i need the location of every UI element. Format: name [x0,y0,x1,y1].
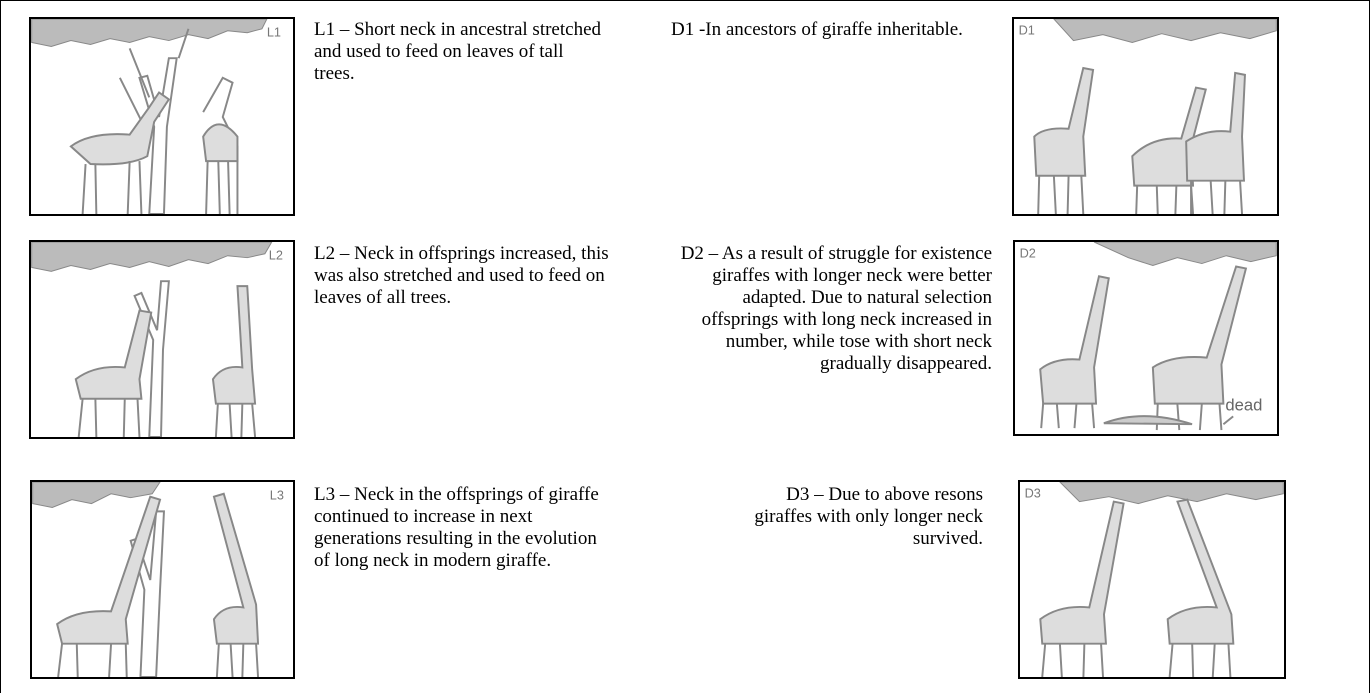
caption-l2: L2 – Neck in offsprings increased, this … [314,243,614,309]
panel-tag: L1 [267,25,281,40]
giraffe-l2-illustration: L2 [31,242,293,437]
image-d1: D1 [1012,17,1279,216]
image-l2: L2 [29,240,295,439]
caption-d1: D1 -In ancestors of giraffe inheritable. [671,19,971,41]
image-d3: D3 [1018,480,1286,679]
giraffe-l1-illustration: L1 [31,19,293,214]
image-l3: L3 [30,480,295,679]
dead-label: dead [1225,395,1262,414]
panel-tag: D3 [1025,486,1041,501]
giraffe-l3-illustration: L3 [32,482,293,677]
image-d2: D2 dead [1013,240,1279,436]
caption-l3: L3 – Neck in the offsprings of giraffe c… [314,484,604,572]
panel-tag: L3 [270,488,284,503]
caption-d3: D3 – Due to above resons giraffes with o… [730,484,983,550]
giraffe-d2-illustration: D2 dead [1015,242,1277,434]
panel-tag: D1 [1019,23,1035,38]
panel-tag: D2 [1020,246,1036,261]
caption-l1: L1 – Short neck in ancestral stretched a… [314,19,604,85]
giraffe-d3-illustration: D3 [1020,482,1284,677]
giraffe-d1-illustration: D1 [1014,19,1277,214]
image-l1: L1 [29,17,295,216]
caption-d2: D2 – As a result of struggle for existen… [672,243,992,375]
panel-tag: L2 [269,248,283,263]
